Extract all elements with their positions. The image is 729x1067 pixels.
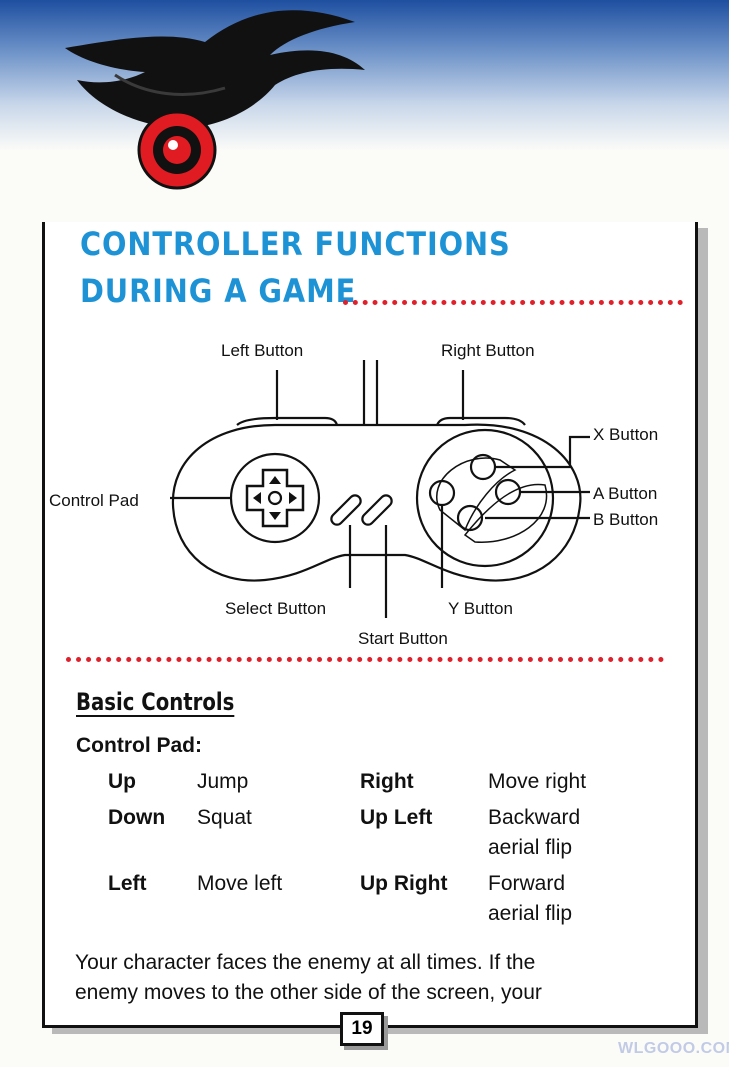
control-action: Move left bbox=[197, 872, 283, 895]
page-number: 19 bbox=[340, 1012, 384, 1046]
control-key: Right bbox=[360, 770, 414, 793]
right-button-label: Right Button bbox=[441, 341, 535, 360]
dotted-divider-top bbox=[343, 300, 683, 305]
control-pad-label: Control Pad bbox=[49, 491, 139, 510]
dotted-divider-bottom bbox=[66, 657, 664, 662]
control-action: Forward bbox=[488, 872, 566, 895]
control-action: Move right bbox=[488, 770, 587, 793]
control-key: Down bbox=[108, 806, 166, 829]
watermark: WLGOOO.COM bbox=[618, 1040, 729, 1057]
start-button-label: Start Button bbox=[358, 629, 448, 648]
page-title-line2: DURING A GAME bbox=[80, 272, 357, 310]
section-title: Basic Controls bbox=[76, 688, 235, 716]
control-key: Up Right bbox=[360, 872, 448, 895]
body-line: Your character faces the enemy at all ti… bbox=[75, 951, 536, 974]
select-button-label: Select Button bbox=[225, 599, 326, 618]
b-button-label: B Button bbox=[593, 510, 658, 529]
y-button-label: Y Button bbox=[448, 599, 513, 618]
header-band bbox=[0, 0, 729, 150]
control-key: Up bbox=[108, 770, 136, 793]
body-line: enemy moves to the other side of the scr… bbox=[75, 981, 542, 1004]
body-paragraph: Your character faces the enemy at all ti… bbox=[75, 948, 675, 1008]
page-title-line1: CONTROLLER FUNCTIONS bbox=[80, 225, 511, 263]
controller-diagram: Left Button Right Button X Button A Butt… bbox=[49, 341, 658, 648]
control-pad-subheading: Control Pad: bbox=[76, 734, 202, 757]
x-button-label: X Button bbox=[593, 425, 658, 444]
mascot-eye-illustration bbox=[65, 10, 365, 190]
control-action: Squat bbox=[197, 806, 252, 829]
control-action-continued: aerial flip bbox=[488, 902, 573, 925]
control-action: Backward bbox=[488, 806, 581, 829]
control-action: Jump bbox=[197, 770, 249, 793]
control-key: Up Left bbox=[360, 806, 433, 829]
a-button-label: A Button bbox=[593, 484, 657, 503]
control-key: Left bbox=[108, 872, 147, 895]
left-button-label: Left Button bbox=[221, 341, 303, 360]
control-action-continued: aerial flip bbox=[488, 836, 573, 859]
